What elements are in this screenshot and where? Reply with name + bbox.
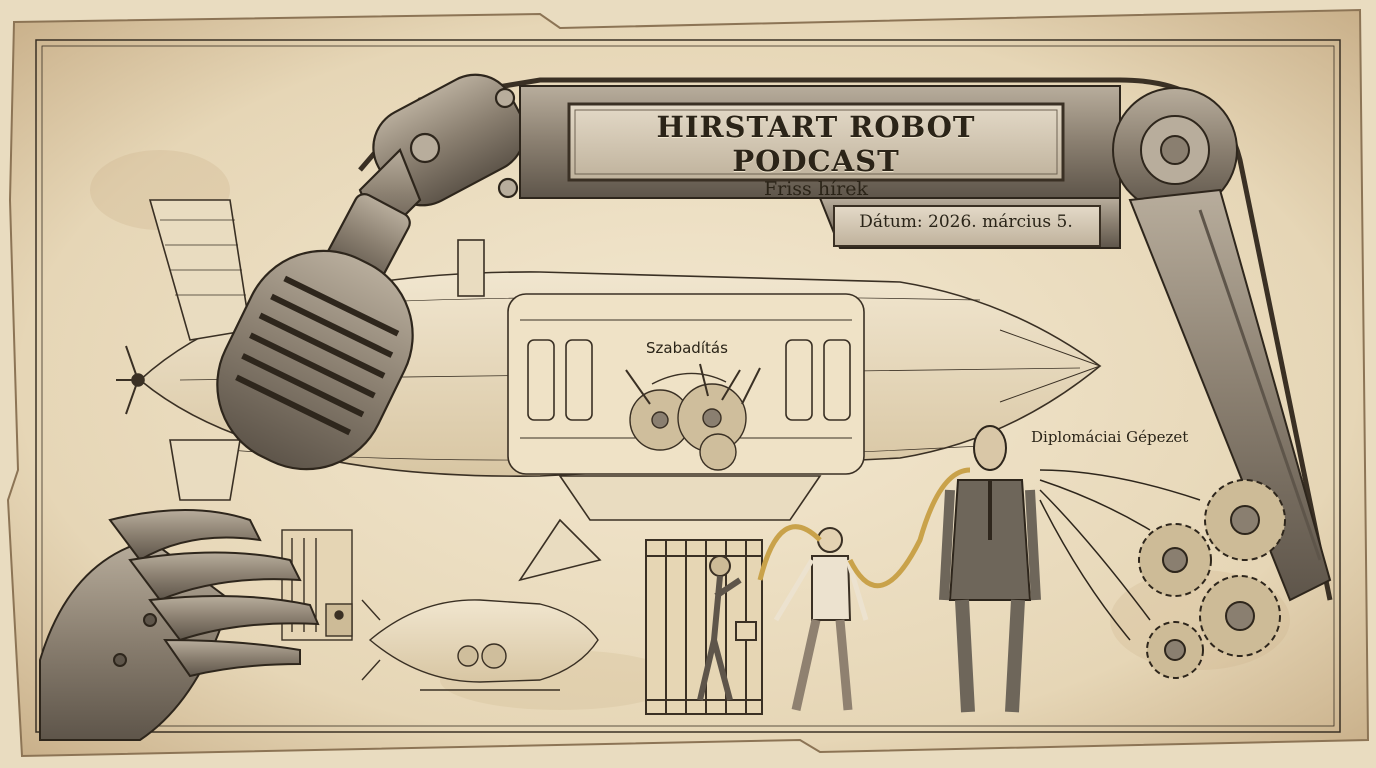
- gear-icon: [1138, 479, 1286, 679]
- diplomacy-label: Diplomáciai Gépezet: [1031, 428, 1189, 446]
- diplomat-figure: [939, 425, 1041, 713]
- cage-icon: [645, 539, 763, 715]
- gear-icon: [625, 363, 761, 471]
- freed-man-figure: [773, 527, 869, 711]
- microphone-icon: [216, 73, 1333, 601]
- liberation-label: Szabadítás: [646, 339, 728, 357]
- connection-tubes: [757, 467, 971, 589]
- diplomacy-arrows: [1039, 469, 1201, 641]
- date-label: Dátum: 2026. március 5.: [859, 212, 1073, 232]
- robot-claw-icon: [39, 509, 320, 741]
- small-airship-icon: [361, 599, 599, 691]
- arm-beam: [519, 85, 1332, 602]
